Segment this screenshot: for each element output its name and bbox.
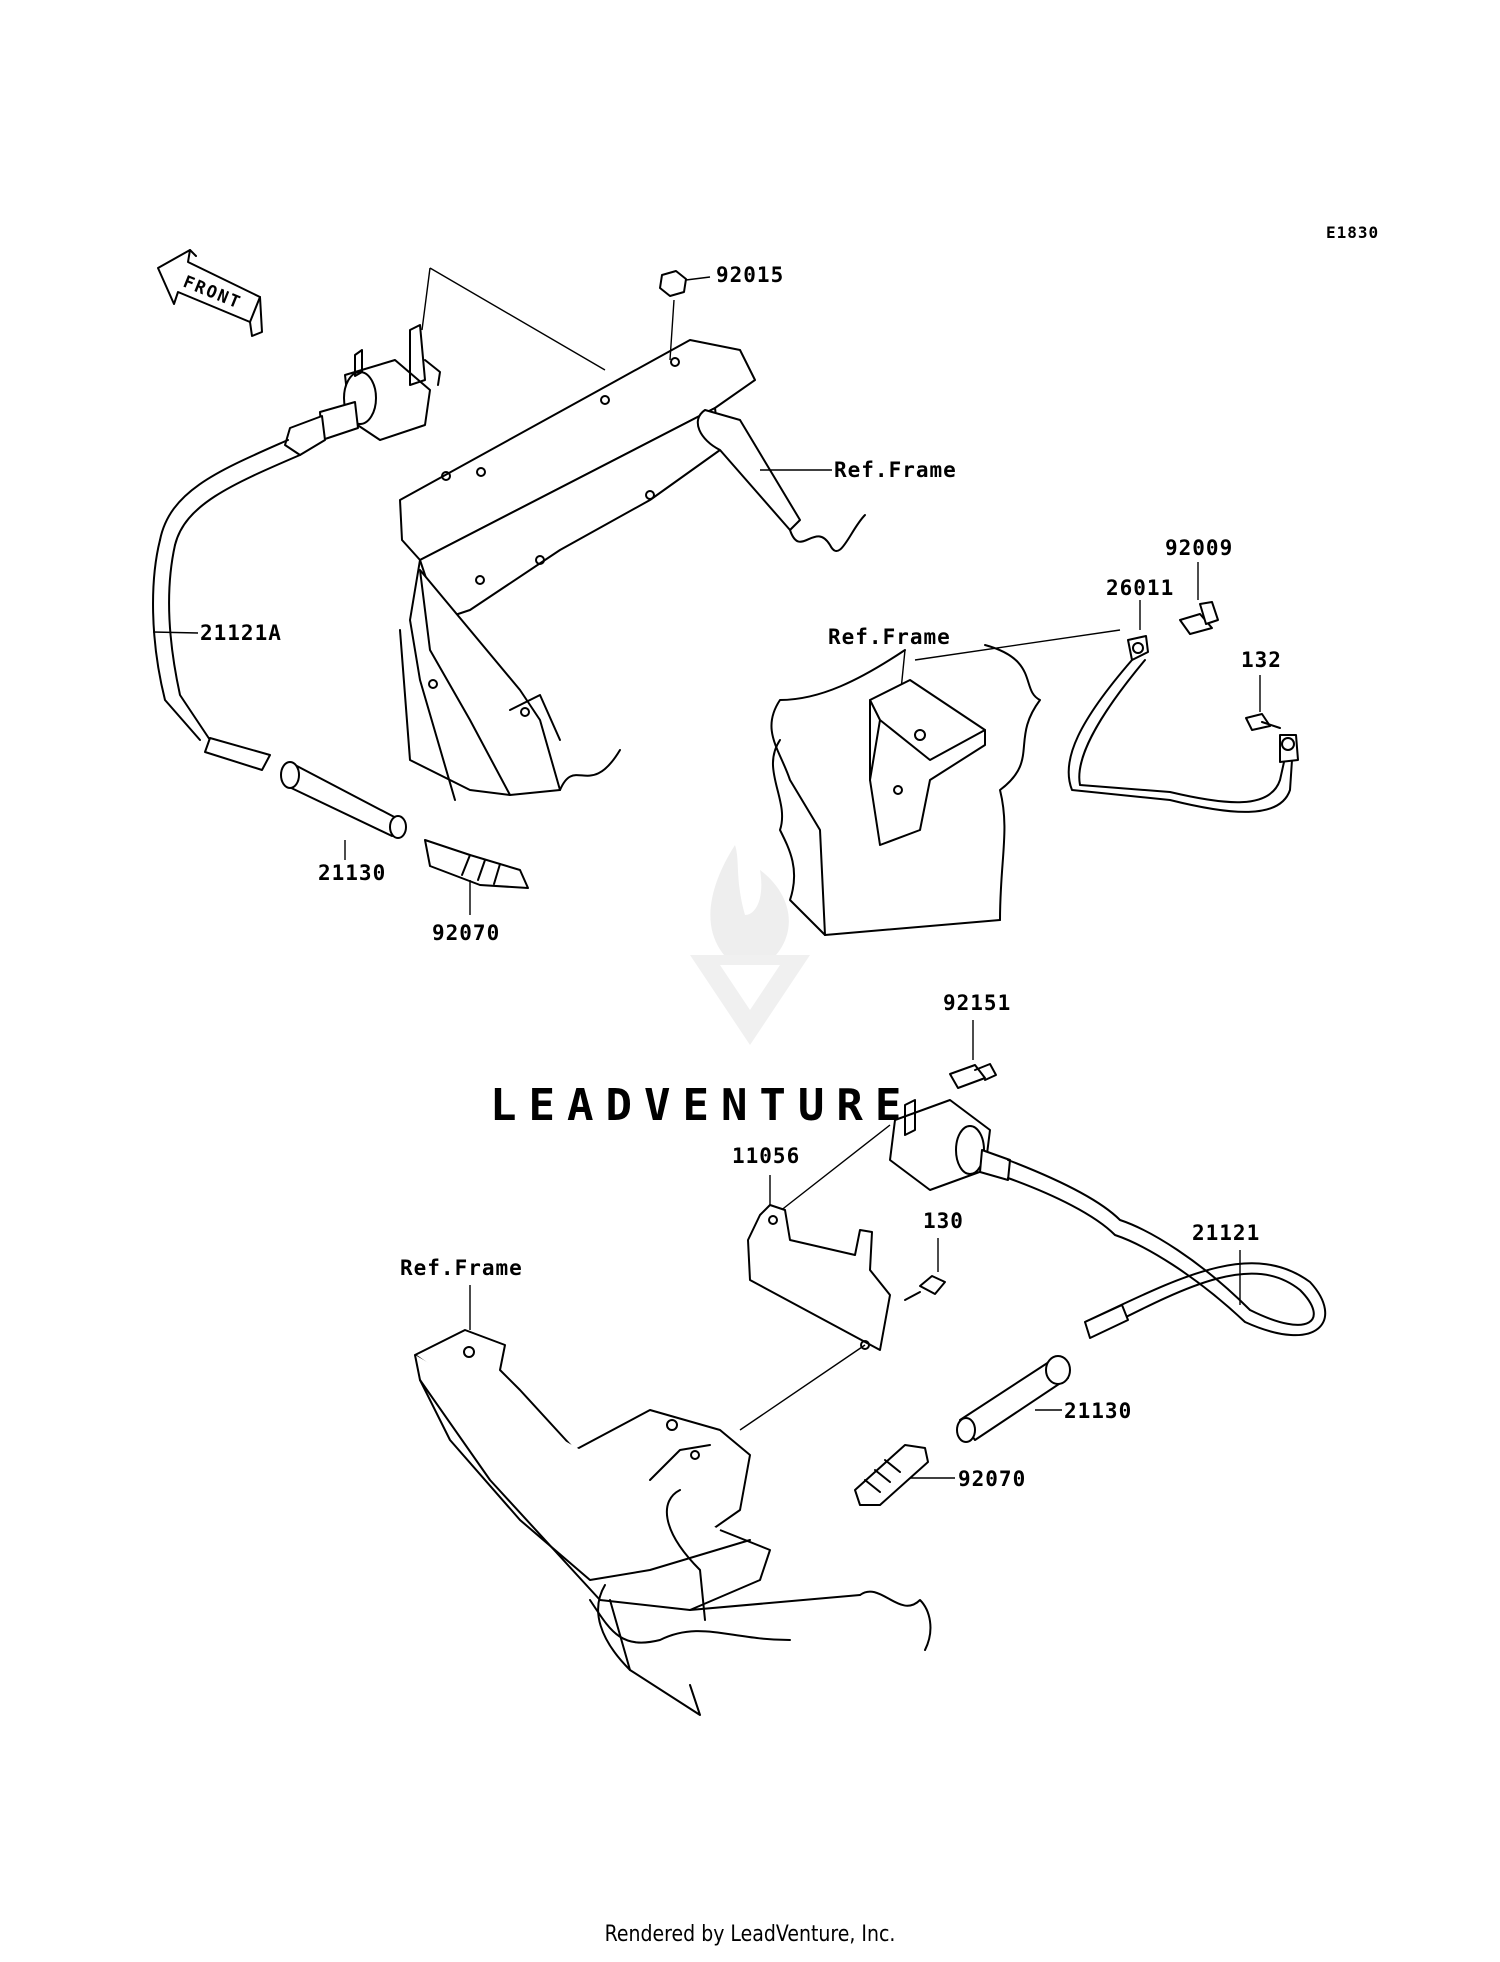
label-92015: 92015 xyxy=(716,263,784,287)
upper-left-assembly: 92015 21121A 21130 92070 Ref.Frame xyxy=(152,263,957,945)
label-21121: 21121 xyxy=(1192,1221,1260,1245)
label-92151: 92151 xyxy=(943,991,1011,1015)
label-132: 132 xyxy=(1241,648,1282,672)
label-11056: 11056 xyxy=(732,1144,800,1168)
lower-assembly: 92151 21121 11056 130 Ref.Frame xyxy=(400,991,1327,1716)
label-21121A: 21121A xyxy=(200,621,282,645)
label-ref-frame-lower: Ref.Frame xyxy=(400,1256,523,1280)
diagram-code: E1830 xyxy=(1326,223,1379,242)
label-21130-upper: 21130 xyxy=(318,861,386,885)
label-ref-frame-upper: Ref.Frame xyxy=(834,458,957,482)
label-26011: 26011 xyxy=(1106,576,1174,600)
footer-credit: Rendered by LeadVenture, Inc. xyxy=(604,1922,896,1947)
label-92070-lower: 92070 xyxy=(958,1467,1026,1491)
label-92009: 92009 xyxy=(1165,536,1233,560)
label-92070-upper: 92070 xyxy=(432,921,500,945)
label-ref-frame-ground: Ref.Frame xyxy=(828,625,951,649)
watermark-text: LEADVENTURE xyxy=(490,1080,913,1131)
label-130: 130 xyxy=(923,1209,964,1233)
label-21130-lower: 21130 xyxy=(1064,1399,1132,1423)
leadventure-watermark: LEADVENTURE xyxy=(490,845,913,1131)
front-arrow-icon: FRONT xyxy=(157,249,263,337)
ground-assembly: Ref.Frame 26011 92009 132 xyxy=(770,536,1299,936)
